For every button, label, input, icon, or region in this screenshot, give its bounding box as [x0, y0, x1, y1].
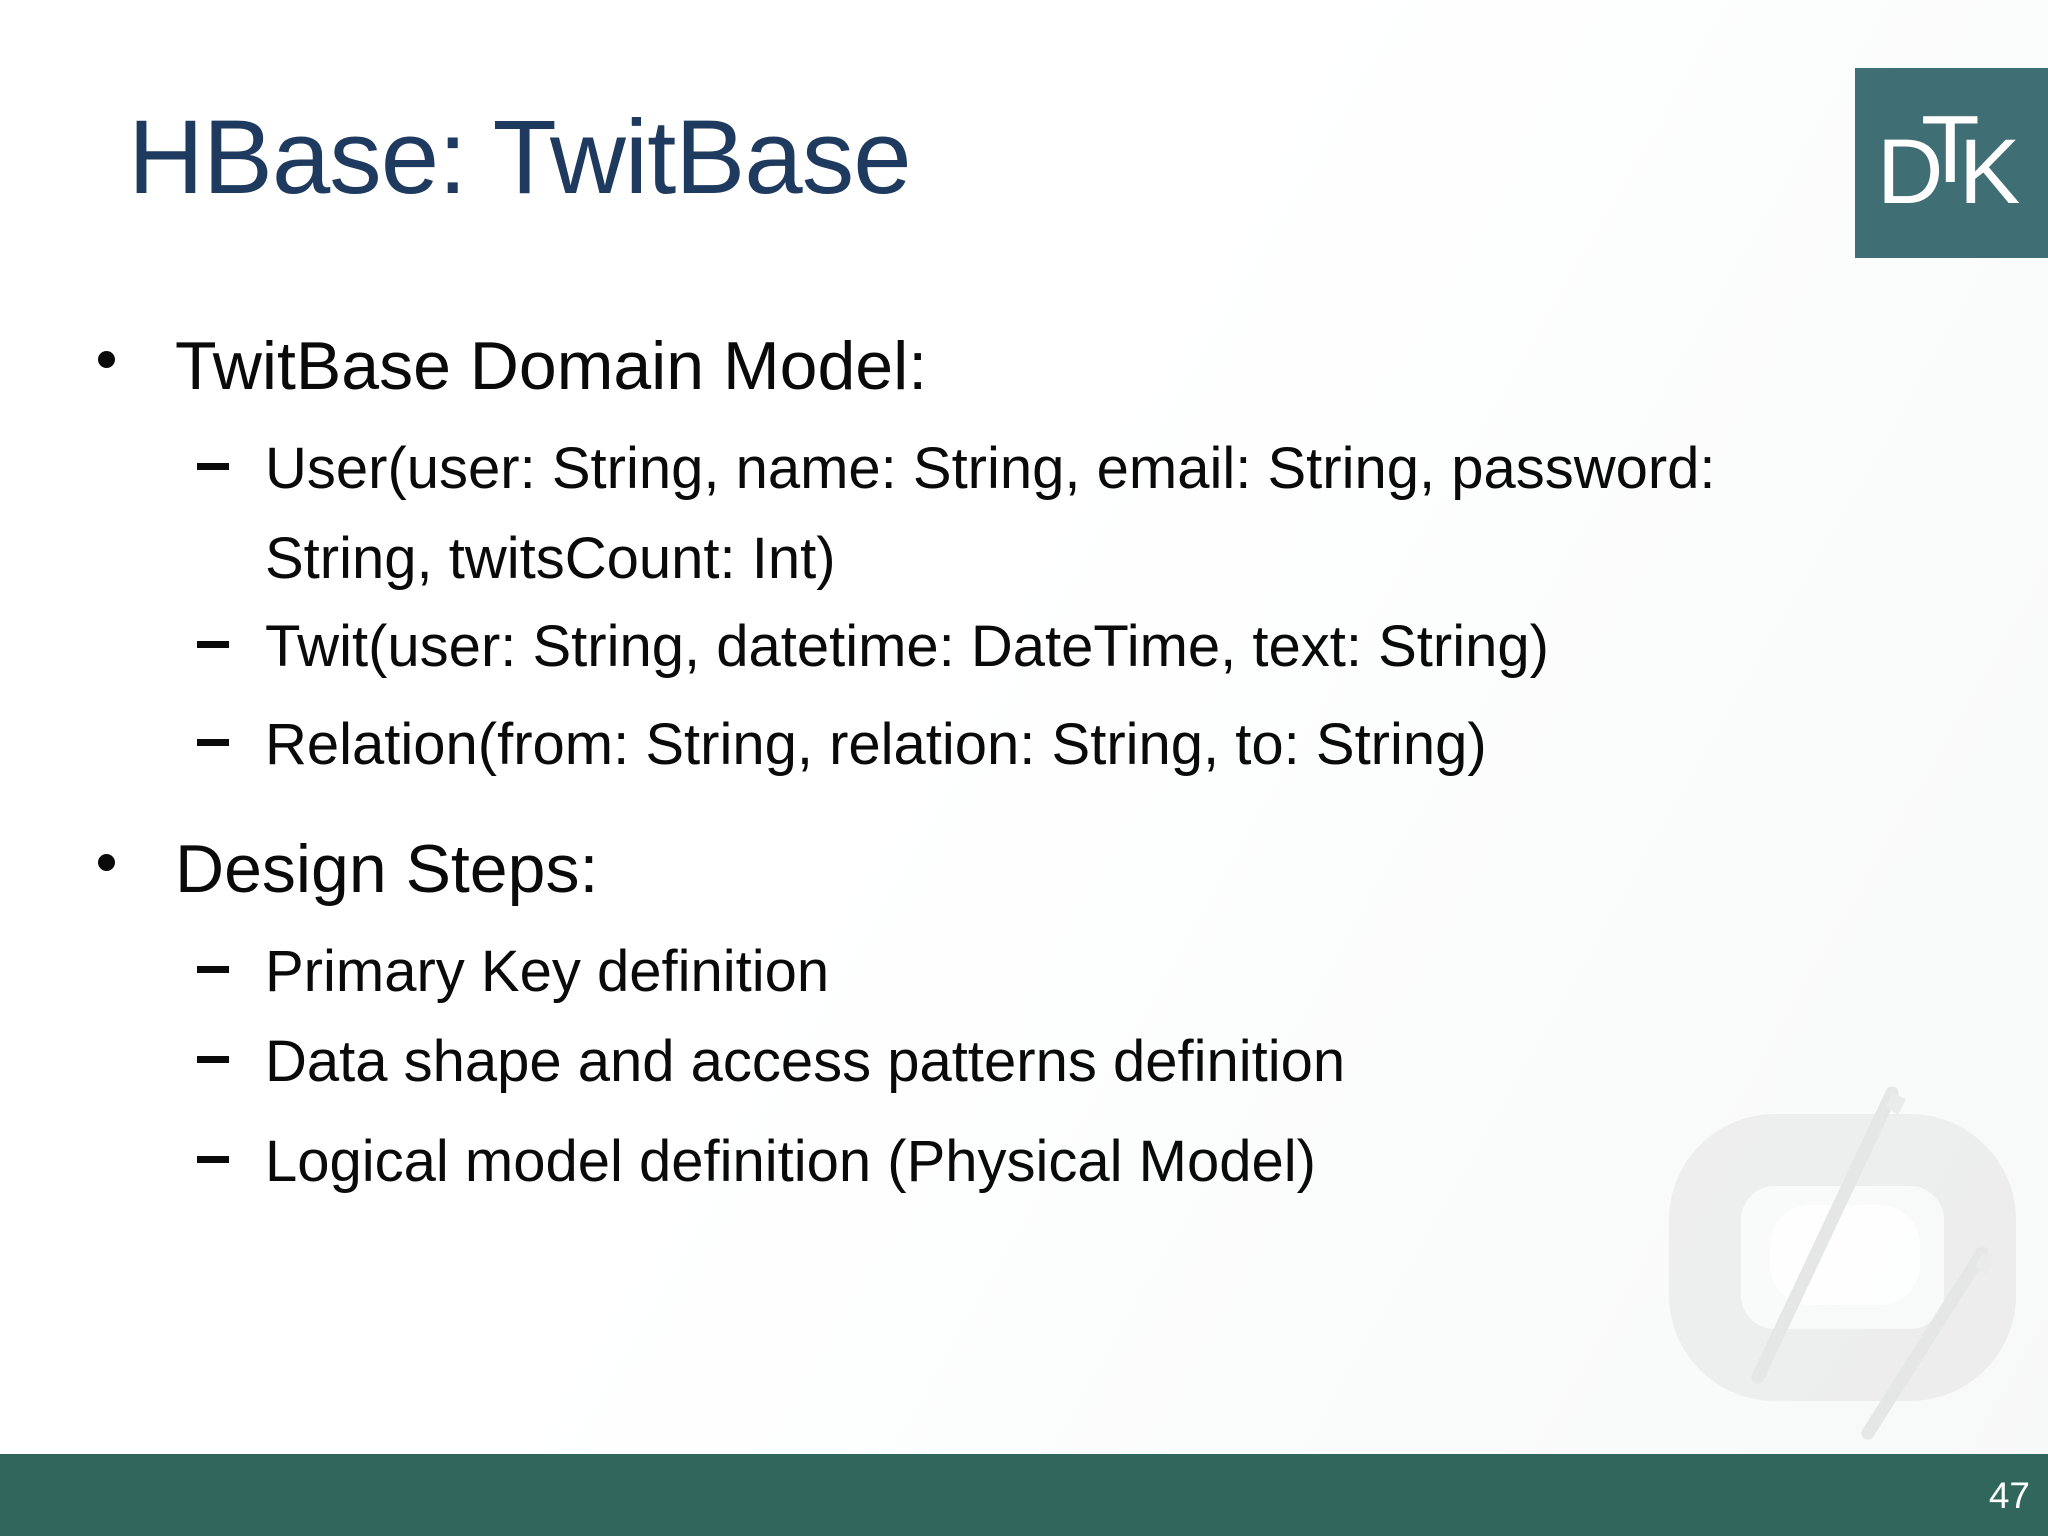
list-item-text: User(user: String, name: String, email: …	[265, 424, 1716, 604]
bullet-design-steps: Design Steps:	[98, 829, 598, 909]
list-item-line: User(user: String, name: String, email: …	[265, 436, 1716, 501]
list-item-line: Logical model definition (Physical Model…	[265, 1129, 1316, 1194]
list-item-text: Relation(from: String, relation: String,…	[265, 700, 1487, 790]
bullet-dot-icon	[98, 351, 115, 368]
dash-bullet-icon	[197, 966, 229, 973]
watermark-hands-image	[1669, 1086, 2016, 1440]
list-item-line: Twit(user: String, datetime: DateTime, t…	[265, 614, 1549, 679]
dash-bullet-icon	[197, 463, 229, 470]
list-item-logical-model: Logical model definition (Physical Model…	[197, 1117, 1316, 1207]
list-item-text: Data shape and access patterns definitio…	[265, 1017, 1345, 1107]
page-number: 47	[1988, 1474, 2030, 1516]
list-item-data-shape: Data shape and access patterns definitio…	[197, 1017, 1345, 1107]
list-item-line: Relation(from: String, relation: String,…	[265, 712, 1487, 777]
list-item-text: Logical model definition (Physical Model…	[265, 1117, 1316, 1207]
list-item-line: Data shape and access patterns definitio…	[265, 1029, 1346, 1094]
list-item-line: Primary Key definition	[265, 939, 830, 1004]
bullet-label: TwitBase Domain Model:	[175, 328, 928, 404]
dash-bullet-icon	[197, 1056, 229, 1063]
footer-bar: 47	[0, 1454, 2048, 1536]
list-item-user: User(user: String, name: String, email: …	[197, 424, 1716, 604]
list-item-text: Primary Key definition	[265, 927, 829, 1017]
list-item-text: Twit(user: String, datetime: DateTime, t…	[265, 602, 1549, 692]
dtk-logo: D T K	[1855, 68, 2048, 258]
list-item-twit: Twit(user: String, datetime: DateTime, t…	[197, 602, 1549, 692]
slide-title: HBase: TwitBase	[128, 99, 912, 216]
bullet-label: Design Steps:	[175, 831, 599, 907]
logo-letter-t: T	[1921, 96, 1980, 203]
dash-bullet-icon	[197, 1156, 229, 1163]
logo-letter-d: D	[1877, 121, 1943, 223]
bullet-domain-model: TwitBase Domain Model:	[98, 326, 927, 406]
list-item-line: String, twitsCount: Int)	[265, 526, 836, 591]
dash-bullet-icon	[197, 739, 229, 746]
list-item-primary-key: Primary Key definition	[197, 927, 829, 1017]
logo-background	[1855, 68, 2048, 258]
bullet-dot-icon	[98, 854, 115, 871]
logo-letter-k: K	[1959, 121, 2020, 223]
dash-bullet-icon	[197, 641, 229, 648]
list-item-relation: Relation(from: String, relation: String,…	[197, 700, 1487, 790]
